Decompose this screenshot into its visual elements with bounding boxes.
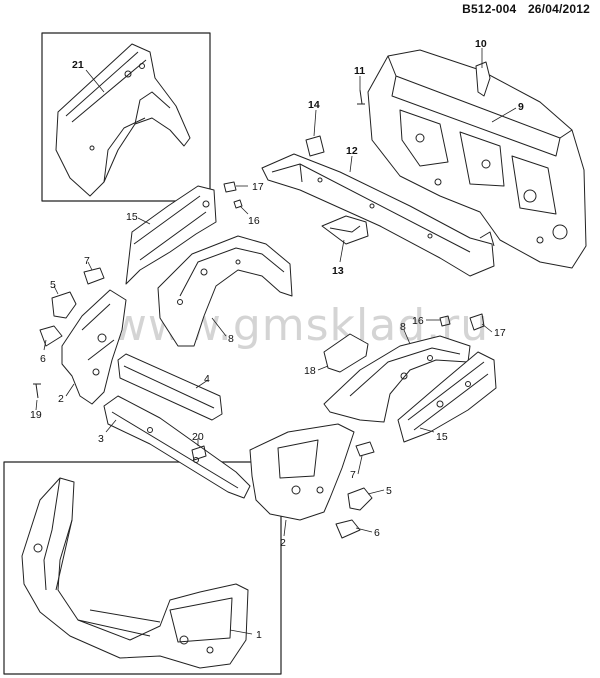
part-8-wheelhouse-lower — [323, 335, 471, 423]
detail-box-bottom — [3, 461, 282, 675]
callout-7-lower: 7 — [350, 469, 356, 481]
diagram-code: B512-004 — [462, 2, 517, 16]
part-5-bracket-lower — [347, 487, 373, 511]
part-21-wheelhouse — [55, 43, 191, 197]
part-2-side-panel-upper — [61, 289, 127, 405]
callout-4: 4 — [204, 373, 210, 385]
part-17-clip-lower — [469, 313, 485, 331]
callout-15-lower: 15 — [436, 431, 448, 443]
callout-14: 14 — [308, 99, 320, 111]
callout-labels: 21 10 11 9 14 12 13 17 16 15 7 5 6 8 16 … — [30, 38, 524, 641]
part-7-bracket-lower — [355, 441, 375, 457]
callout-6-lower: 6 — [374, 527, 380, 539]
part-13-bracket — [321, 215, 369, 245]
part-15-lower-rail — [397, 351, 497, 443]
diagram-header: B512-004 26/04/2012 — [454, 2, 590, 16]
part-16-bolt-upper — [233, 199, 243, 209]
callout-1: 1 — [256, 629, 262, 641]
callout-5-upper: 5 — [50, 279, 56, 291]
part-17-clip-upper — [223, 181, 237, 193]
callout-18: 18 — [304, 365, 316, 377]
part-16-bolt-lower — [439, 315, 451, 327]
callout-3: 3 — [98, 433, 104, 445]
callout-8-upper: 8 — [228, 333, 234, 345]
callout-13: 13 — [332, 265, 344, 277]
part-6-bracket-upper — [39, 325, 63, 347]
part-11-bolt — [357, 89, 365, 105]
callout-21: 21 — [72, 59, 84, 71]
callout-19: 19 — [30, 409, 42, 421]
callout-15-upper: 15 — [126, 211, 138, 223]
callout-11: 11 — [354, 65, 365, 77]
part-2-side-panel-lower — [249, 423, 355, 521]
callout-9: 9 — [518, 101, 524, 113]
diagram-date: 26/04/2012 — [527, 2, 590, 16]
callout-2-upper: 2 — [58, 393, 64, 405]
part-12-cowl-member — [261, 153, 495, 277]
callout-17-upper: 17 — [252, 181, 264, 193]
callout-5-lower: 5 — [386, 485, 392, 497]
callout-2-lower: 2 — [280, 537, 286, 549]
part-19-bolt — [33, 383, 41, 399]
callout-17-lower: 17 — [494, 327, 506, 339]
callout-16-upper: 16 — [248, 215, 260, 227]
part-1-radiator-support — [21, 477, 249, 669]
part-5-bracket-upper — [51, 291, 77, 319]
callout-12: 12 — [346, 145, 358, 157]
part-20-bracket — [191, 445, 207, 461]
callout-20: 20 — [192, 431, 204, 443]
callout-8-lower: 8 — [400, 321, 406, 333]
part-10-bracket — [475, 61, 491, 97]
part-3-lower-bar — [103, 395, 251, 499]
callout-16-lower: 16 — [412, 315, 424, 327]
part-14-bracket — [305, 135, 325, 157]
part-8-wheelhouse-upper — [157, 235, 293, 347]
leader-lines — [35, 48, 517, 635]
part-18-bracket — [323, 333, 369, 373]
detail-box-top — [41, 32, 211, 202]
part-9-dash-panel — [367, 49, 587, 269]
callout-6-upper: 6 — [40, 353, 46, 365]
callout-7-upper: 7 — [84, 255, 90, 267]
callout-10: 10 — [475, 38, 487, 50]
part-15-upper-rail — [125, 185, 217, 285]
part-7-bracket-upper — [83, 267, 105, 285]
part-6-bracket-lower — [335, 519, 361, 539]
part-4-cross-member — [117, 353, 223, 421]
